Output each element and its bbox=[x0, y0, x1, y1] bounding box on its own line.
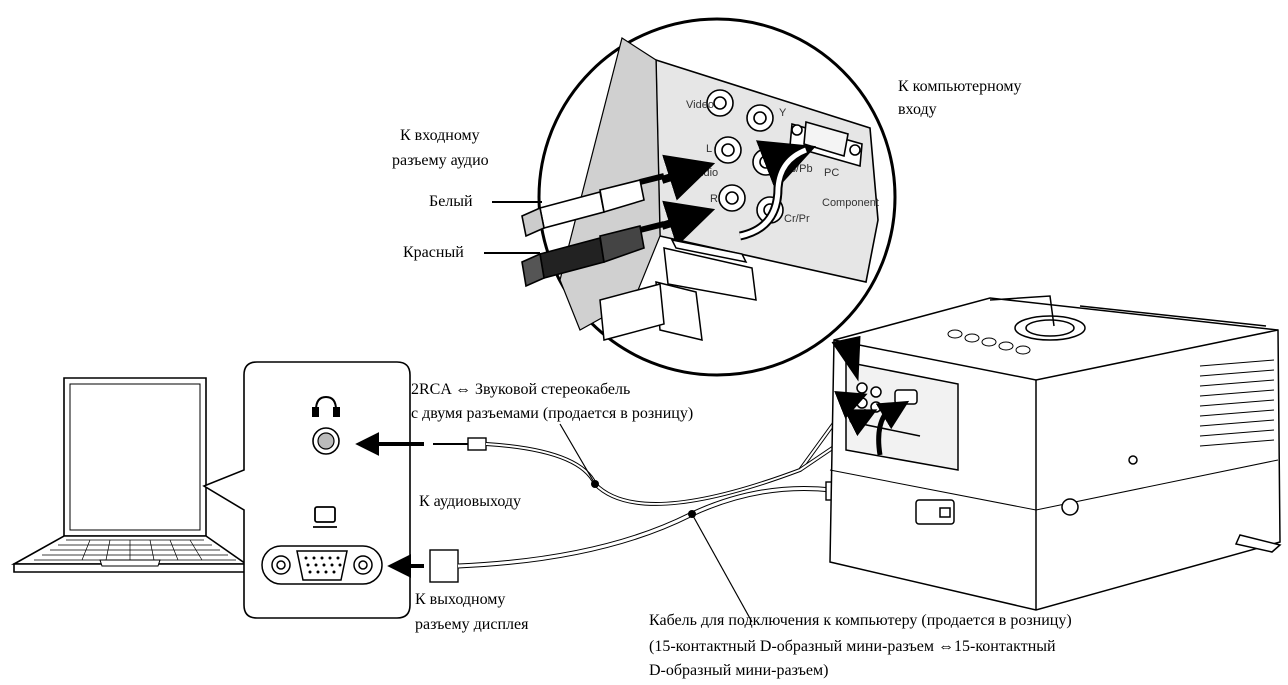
port-label-y: Y bbox=[779, 107, 787, 119]
audio-out-jack bbox=[312, 427, 340, 455]
headphone-icon bbox=[312, 395, 340, 417]
rca-cable-label-1: 2RCA ⇔ Звуковой стереокабель bbox=[411, 381, 631, 398]
white-label: Белый bbox=[429, 193, 473, 210]
pc-cable-label-1: Кабель для подключения к компьютеру (про… bbox=[649, 612, 1072, 629]
port-label-pc: PC bbox=[824, 167, 839, 179]
audio-output-label: К аудиовыходу bbox=[419, 493, 522, 510]
computer-input-label-1: К компьютерному bbox=[898, 78, 1022, 95]
computer-input-label-2: входу bbox=[898, 101, 937, 118]
magnified-port-view: Video Y L Audio Cb/Pb R Cr/Pr PC Compone… bbox=[521, 17, 897, 382]
projector-icon bbox=[829, 295, 1282, 611]
display-output-label-1: К выходному bbox=[415, 591, 506, 608]
projector-cable-ends bbox=[834, 390, 910, 456]
laptop-icon bbox=[10, 377, 249, 573]
pc-cable-label-3: D-образный мини-разъем) bbox=[649, 662, 829, 679]
audio-input-label-2: разъему аудио bbox=[392, 152, 489, 169]
port-label-cr-pr: Cr/Pr bbox=[784, 213, 810, 225]
pc-cable-leader bbox=[691, 513, 753, 623]
vga-out-port bbox=[261, 545, 383, 585]
display-output-label-2: разъему дисплея bbox=[415, 616, 529, 633]
pc-cable-label-2: (15-контактный D-образный мини-разъем ⇔1… bbox=[649, 638, 1056, 655]
rca-cable-leader bbox=[559, 423, 596, 485]
rca-cable-label-2: с двумя разъемами (продается в розницу) bbox=[411, 405, 694, 422]
port-label-r: R bbox=[710, 193, 718, 205]
audio-cable bbox=[433, 406, 864, 506]
port-label-video: Video bbox=[686, 99, 714, 111]
red-label: Красный bbox=[403, 244, 464, 261]
port-label-l: L bbox=[706, 143, 712, 155]
audio-input-label-1: К входному bbox=[400, 127, 480, 144]
port-label-component: Component bbox=[822, 197, 879, 209]
monitor-icon bbox=[313, 506, 337, 528]
